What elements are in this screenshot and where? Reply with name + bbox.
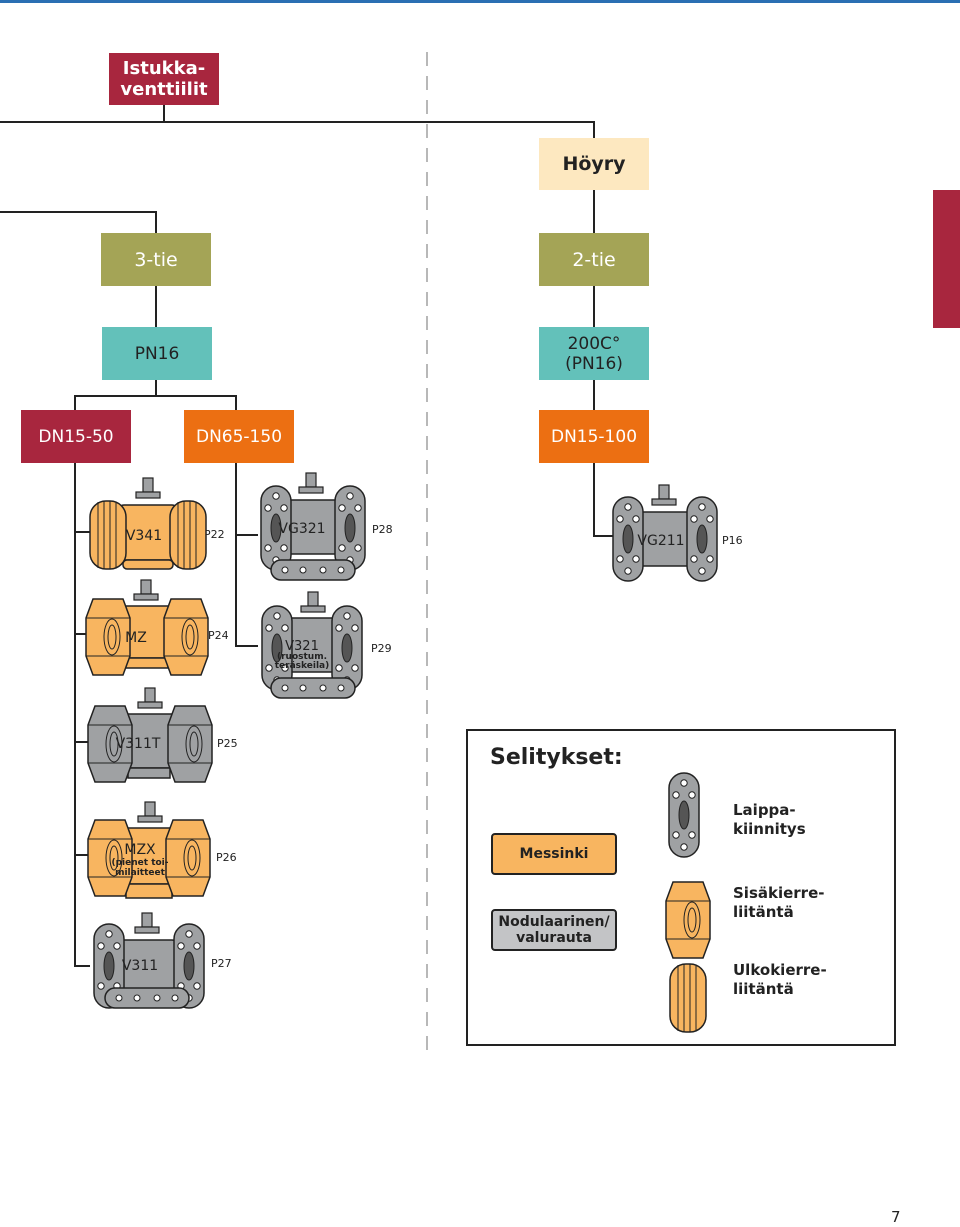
sidebar-tab[interactable] [933,190,960,328]
page-ref-mzx: P26 [216,851,237,864]
page-number: 7 [891,1208,901,1226]
external-thread-icon [669,963,707,1033]
three-way-node: 3-tie [101,233,211,286]
steam-node: Höyry [539,138,649,190]
dn65-150-node: DN65-150 [184,410,294,463]
root-node: Istukka- venttiilit [109,53,219,105]
legend-internal-thread-text: Sisäkierre- liitäntä [733,884,825,921]
legend-flange-text: Laippa- kiinnitys [733,801,806,838]
legend-box: Selitykset: Messinki Nodulaarinen/ valur… [466,729,896,1046]
dn15-100-node: DN15-100 [539,410,649,463]
valve-mzx-note-2: milaitteet [115,868,166,878]
valve-v311t-icon[interactable]: V311T [87,687,213,783]
flange-icon [668,772,700,858]
valve-v311-label: V311 [122,958,158,974]
legend-title: Selitykset: [490,745,623,770]
valve-vg321-icon[interactable]: VG321 [260,472,366,581]
pressure-200c-node: 200C°(PN16) [539,327,649,380]
top-rule [0,0,960,3]
valve-mz-icon[interactable]: MZ [85,579,209,676]
legend-external-thread-text: Ulkokierre- liitäntä [733,961,827,998]
page-ref-vg211: P16 [722,534,743,547]
valve-mzx-label: MZX [124,842,156,858]
valve-vg211-icon[interactable]: VG211 [612,484,718,582]
valve-v341-icon[interactable]: V341 [89,477,207,570]
page-ref-v311: P27 [211,957,232,970]
page-ref-v341: P22 [204,528,225,541]
valve-v321-note-2: teräskeila) [275,661,329,671]
valve-vg321-label: VG321 [278,521,325,537]
valve-v341-label: V341 [126,528,162,544]
page-ref-v311t: P25 [217,737,238,750]
valve-v311t-label: V311T [116,736,161,752]
page-ref-mz: P24 [208,629,229,642]
two-way-node: 2-tie [539,233,649,286]
valve-v321-icon[interactable]: V321 (ruostum. teräskeila) [261,591,363,699]
pn16-node: PN16 [102,327,212,380]
legend-brass-chip: Messinki [491,833,617,875]
internal-thread-icon [665,881,711,959]
valve-mz-label: MZ [125,630,147,646]
valve-vg211-label: VG211 [637,533,684,549]
page-ref-v321: P29 [371,642,392,655]
legend-iron-chip: Nodulaarinen/ valurauta [491,909,617,951]
valve-v321-note-1: (ruostum. [277,652,327,662]
valve-mzx-note-1: (pienet toi- [112,858,169,868]
valve-v321-label: V321 [285,639,319,654]
valve-mzx-icon[interactable]: MZX (pienet toi- milaitteet [87,801,211,899]
valve-v311-icon[interactable]: V311 [93,912,205,1009]
dn15-50-node: DN15-50 [21,410,131,463]
page-ref-vg321: P28 [372,523,393,536]
